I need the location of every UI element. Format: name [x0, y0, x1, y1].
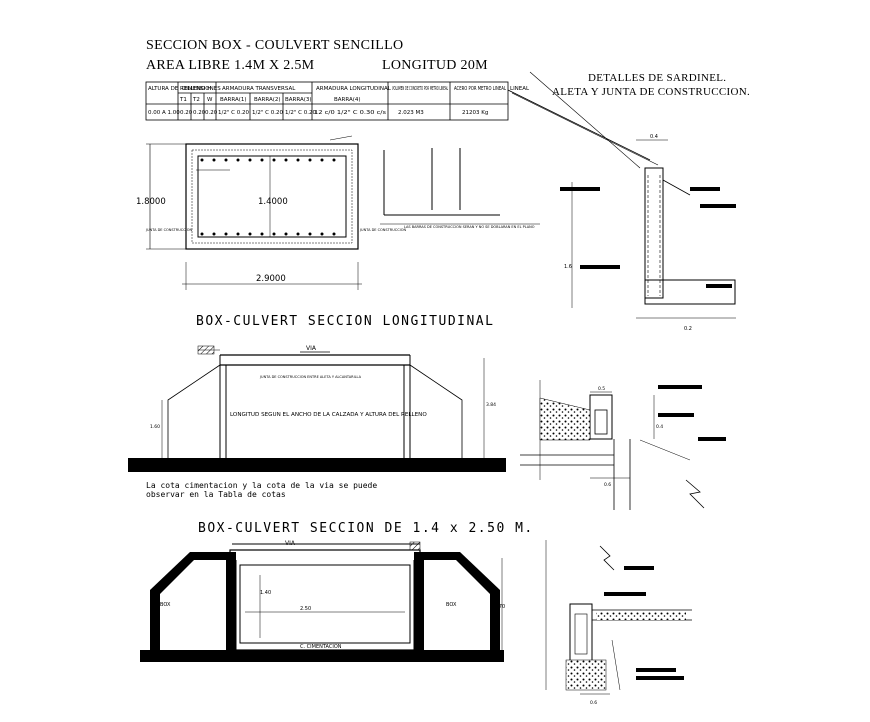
box-inner-height-dim: 1.4000: [258, 197, 288, 207]
table-sub-bar1: BARRA(1): [220, 97, 247, 103]
cross-total-height: 1.70: [494, 604, 505, 610]
table-sub-w: W: [207, 97, 213, 103]
longitudinal-height-left: 1.60: [150, 424, 160, 430]
table-cell-t2: 0.20: [193, 110, 206, 116]
table-header-volume: VOLUMEN DE CONCRETO POR METRO LINEAL: [392, 86, 448, 92]
box-section-small-notes: JUNTA DE CONSTRUCCION JUNTA DE CONSTRUCC…: [145, 225, 535, 232]
details-title-line2: ALETA Y JUNTA DE CONSTRUCCION.: [552, 86, 751, 98]
detail-fill-gravel: [539, 397, 591, 441]
detail-sardinel-dims: 0.4 1.6 0.2: [564, 134, 692, 332]
table-cell-bar3: 1/2" C 0.20: [285, 110, 316, 116]
table-cell-steel: 21203 Kg: [462, 110, 488, 116]
detail-dim-d1: 0.5: [598, 386, 605, 392]
length-label: LONGITUD 20M: [382, 58, 488, 73]
longitudinal-height-right: 3.84: [486, 402, 496, 408]
detail-base-callouts: [604, 566, 684, 680]
table-sub-bar3: BARRA(3): [285, 97, 312, 103]
longitudinal-labels: VIA 1.60 3.84 LONGITUD SEGUN EL ANCHO DE…: [150, 345, 496, 430]
table-header-longitudinal: ARMADURA LONGITUDINAL: [316, 86, 392, 92]
table-cell-fill: 0.00 A 1.00: [148, 110, 180, 116]
detail-wing-joint: [520, 380, 705, 510]
detail-dim-d2: 0.4: [656, 424, 663, 430]
longitudinal-foundation: [128, 458, 506, 472]
box-bar-note: LAS BARRAS DE CONSTRUCCION SERAN Y NO SE…: [404, 225, 535, 229]
cross-section-labels: VIA BOX BOX 1.40 2.50 1.70 C. CIMENTACIO…: [160, 540, 505, 650]
table-sub-bar2: BARRA(2): [254, 97, 281, 103]
table-text: ALTURA DE RELLENO H DIMENSIONES ARMADURA…: [148, 86, 530, 116]
cross-section-title: BOX-CULVERT SECCION DE 1.4 x 2.50 M.: [198, 521, 534, 536]
table-sub-t1: T1: [179, 97, 187, 103]
table-cell-w: 0.20: [205, 110, 218, 116]
detail-dim-d3: 0.6: [604, 482, 611, 488]
longitudinal-footnote-line1: La cota cimentacion y la cota de la via …: [146, 481, 378, 490]
table-sub-t2: T2: [192, 97, 200, 103]
box-width-dim: 2.9000: [256, 274, 286, 284]
detail-sardinel-callouts: [560, 187, 736, 288]
box-section-rebar-dots: [200, 158, 336, 236]
box-joint-left: JUNTA DE CONSTRUCCION: [145, 228, 192, 232]
detail-dim-top: 0.4: [650, 134, 658, 140]
table-extra-label: LINEAL: [510, 86, 530, 92]
table-cell-bar4: 12 c/0 1/2" C 0.30 c/s: [314, 110, 386, 116]
box-height-dim: 1.8000: [136, 197, 166, 207]
detail-base-slab-fill: [596, 612, 686, 620]
table-cell-volume: 2.023 M3: [398, 110, 424, 116]
detail-wing-callouts: [658, 385, 726, 441]
cross-box-right: BOX: [446, 602, 457, 608]
detail-base-gravel: [565, 659, 607, 691]
detail-dim-base: 0.2: [684, 326, 692, 332]
table-cell-bar2: 1/2" C 0.20: [252, 110, 283, 116]
table-header-height: ALTURA DE RELLENO H: [148, 86, 211, 92]
area-label: AREA LIBRE 1.4M X 2.5M: [146, 58, 315, 73]
longitudinal-title: BOX-CULVERT SECCION LONGITUDINAL: [196, 314, 495, 329]
cross-inner-width: 2.50: [300, 606, 311, 612]
longitudinal-drawing: [161, 349, 485, 458]
cross-section-drawing: [140, 541, 504, 662]
table-sub-bar4: BARRA(4): [334, 97, 361, 103]
detail-dim-side: 1.6: [564, 264, 572, 270]
detail-dim-d4: 0.6: [590, 700, 597, 706]
longitudinal-curb: [197, 345, 215, 355]
cross-inner-height: 1.40: [260, 590, 271, 596]
longitudinal-joint-note: JUNTA DE CONSTRUCCION ENTRE ALETA Y ALCA…: [259, 375, 362, 379]
box-joint-right: JUNTA DE CONSTRUCCION: [359, 228, 406, 232]
table-header-dimensions: DIMENSIONES: [182, 86, 221, 92]
cross-box-left: BOX: [160, 602, 171, 608]
box-section-labels: 1.8000 1.4000 2.9000: [136, 197, 288, 284]
details-title-line1: DETALLES DE SARDINEL.: [588, 72, 727, 84]
longitudinal-length-note: LONGITUD SEGUN EL ANCHO DE LA CALZADA Y …: [230, 412, 427, 418]
longitudinal-footnote-line2: observar en la Tabla de cotas: [146, 490, 286, 499]
longitudinal-via: VIA: [306, 345, 317, 352]
table-header-transverse: ARMADURA TRANSVERSAL: [222, 86, 296, 92]
box-section-drawing: [146, 135, 540, 290]
table-cell-t1: 0.20: [180, 110, 193, 116]
cross-foundation: C. CIMENTACION: [300, 644, 342, 650]
rebar-table: [145, 81, 509, 121]
table-header-steel: ACERO POR METRO LINEAL: [454, 86, 507, 92]
main-title: SECCION BOX - COULVERT SENCILLO: [146, 38, 404, 53]
detail-sardinel: [571, 139, 736, 319]
detail-wing-dims: 0.5 0.4 0.6: [598, 386, 663, 488]
cross-via: VIA: [285, 540, 296, 547]
table-cell-bar1: 1/2" C 0.20: [218, 110, 249, 116]
